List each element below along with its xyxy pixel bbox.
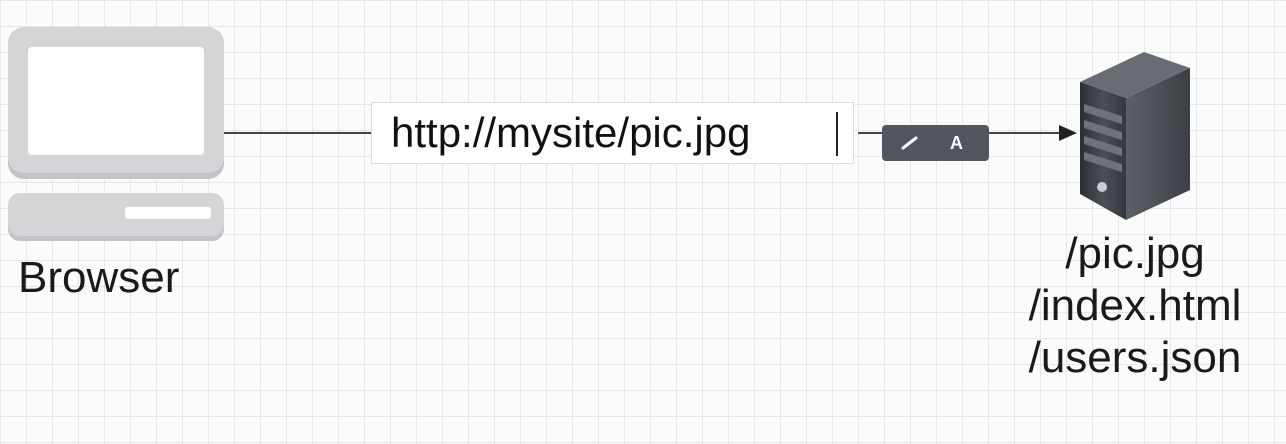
monitor-screen: [28, 47, 204, 155]
server-icon: [1080, 52, 1190, 220]
file-item: /index.html: [1028, 281, 1242, 330]
pencil-icon[interactable]: [900, 135, 920, 151]
computer-base: [8, 193, 224, 241]
text-style-button[interactable]: A: [950, 133, 963, 153]
connector-line: [224, 132, 371, 134]
server-file-list: /pic.jpg /index.html /users.json: [1000, 228, 1270, 384]
url-label[interactable]: http://mysite/pic.jpg: [371, 102, 854, 164]
edit-toolbar[interactable]: A: [882, 125, 989, 161]
browser-label: Browser: [18, 253, 180, 302]
arrow-connector: [989, 125, 1077, 141]
computer-icon: [8, 27, 224, 179]
connector-line: [858, 132, 882, 134]
text-cursor: [836, 112, 838, 156]
disk-slot: [125, 207, 211, 219]
file-item: /pic.jpg: [1065, 229, 1205, 278]
file-item: /users.json: [1028, 333, 1242, 382]
